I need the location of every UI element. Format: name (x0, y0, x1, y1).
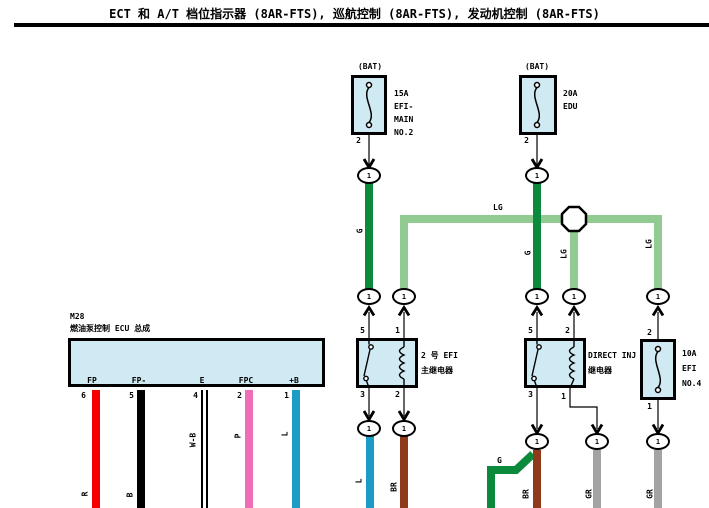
ecu-terminal-label: FPC (238, 376, 254, 385)
pin-number: 6 (81, 391, 86, 400)
wire-lg-group (400, 215, 662, 294)
connector-number: 1 (366, 171, 372, 180)
connector-number: 1 (366, 424, 372, 433)
wire-color-label: G (355, 228, 365, 234)
relay-efi-main-2-label: 2 号 EFI 主继电器 (421, 348, 458, 378)
wire-color-label: L (280, 431, 290, 437)
connector-oval: 1 (357, 167, 381, 184)
pin-number: 1 (647, 402, 652, 411)
fuse-line: 10A (682, 349, 697, 358)
connector-oval: 1 (585, 433, 609, 450)
pin-number: 2 (565, 326, 570, 335)
connector-number: 1 (534, 171, 540, 180)
wire-color-label: GR (584, 489, 594, 499)
fuse-efi-main-rating: 15A EFI- MAIN NO.2 (394, 87, 413, 139)
wire-color-label: G (523, 250, 533, 256)
octagon-junction-icon (560, 205, 588, 233)
fuse-efi-no4-rating: 10A EFI NO.4 (682, 346, 701, 391)
connector-oval: 1 (392, 288, 416, 305)
wire-color-label: BR (521, 489, 531, 499)
wire-g-bottom (487, 451, 536, 508)
wire-color-label: LG (493, 203, 503, 212)
pin-number: 4 (193, 391, 198, 400)
relay-name-line: 继电器 (588, 366, 612, 375)
connector-oval: 1 (525, 167, 549, 184)
connector-oval: 1 (357, 288, 381, 305)
bat-source-label: (BAT) (357, 62, 383, 71)
title-rule (14, 23, 709, 27)
wire-color-label: G (497, 456, 502, 465)
wire-color-label: W-B (188, 432, 198, 448)
ecu-terminal-label: E (199, 376, 205, 385)
pin-number: 3 (360, 390, 365, 399)
fuse-line: 20A (563, 89, 578, 98)
connector-number: 1 (571, 292, 577, 301)
wire-g-group (365, 180, 541, 294)
bat-source-label: (BAT) (524, 62, 550, 71)
fuse-line: MAIN (394, 115, 414, 124)
fuel-pump-ecu-box (68, 338, 325, 387)
pin-number: 1 (561, 392, 566, 401)
relay-symbols (363, 338, 576, 389)
connector-number: 1 (594, 437, 600, 446)
relay-name-line: 主继电器 (421, 366, 453, 375)
wire-ecu-group (92, 390, 300, 508)
signal-lines (368, 135, 659, 429)
connector-oval: 1 (525, 433, 549, 450)
connector-oval: 1 (646, 288, 670, 305)
connector-number: 1 (401, 292, 407, 301)
pin-number: 2 (524, 136, 529, 145)
fuse-symbols (365, 81, 662, 394)
pin-number: 5 (360, 326, 365, 335)
connector-number: 1 (655, 292, 661, 301)
wire-color-label: P (233, 433, 243, 439)
wire-bottom-group (366, 436, 662, 508)
ecu-name: 燃油泵控制 ECU 总成 (70, 324, 151, 333)
pin-number: 3 (528, 390, 533, 399)
fuse-line: EDU (563, 102, 578, 111)
connector-number: 1 (366, 292, 372, 301)
ecu-terminal-label: FP- (131, 376, 147, 385)
page-title: ECT 和 A/T 档位指示器 (8AR-FTS), 巡航控制 (8AR-FTS… (109, 7, 600, 21)
pin-number: 1 (284, 391, 289, 400)
arrow-icons (362, 158, 665, 436)
wire-color-label: LG (559, 249, 569, 259)
connector-number: 1 (655, 437, 661, 446)
wire-color-label: GR (645, 489, 655, 499)
pin-number: 5 (528, 326, 533, 335)
wire-color-label: R (80, 491, 90, 497)
pin-number: 1 (395, 326, 400, 335)
fuse-line: EFI (682, 364, 697, 373)
fuse-line: 15A (394, 89, 409, 98)
fuse-line: NO.2 (394, 128, 414, 137)
wire-color-label: L (354, 478, 364, 484)
wire-color-label: BR (389, 482, 399, 492)
fuse-line: EFI- (394, 102, 414, 111)
wire-color-label: LG (644, 239, 654, 249)
ecu-terminal-label: +B (289, 376, 299, 385)
relay-name-line: 2 号 EFI (421, 351, 458, 360)
connector-oval: 1 (392, 420, 416, 437)
connector-oval: 1 (525, 288, 549, 305)
fuse-edu-rating: 20A EDU (563, 87, 577, 113)
connector-number: 1 (534, 437, 540, 446)
wire-color-label: B (125, 492, 135, 498)
relay-direct-inj-label: DIRECT INJ 继电器 (588, 348, 636, 378)
pin-number: 2 (395, 390, 400, 399)
relay-name-line: DIRECT INJ (588, 351, 637, 360)
ecu-terminal-label: FP (87, 376, 97, 385)
pin-number: 5 (129, 391, 134, 400)
ecu-connector-code: M28 (70, 312, 85, 321)
fuse-line: NO.4 (682, 379, 702, 388)
connector-number: 1 (401, 424, 407, 433)
pin-number: 2 (237, 391, 242, 400)
pin-number: 2 (647, 328, 652, 337)
pin-number: 2 (356, 136, 361, 145)
connector-oval: 1 (357, 420, 381, 437)
connector-oval: 1 (646, 433, 670, 450)
connector-oval: 1 (562, 288, 586, 305)
connector-number: 1 (534, 292, 540, 301)
